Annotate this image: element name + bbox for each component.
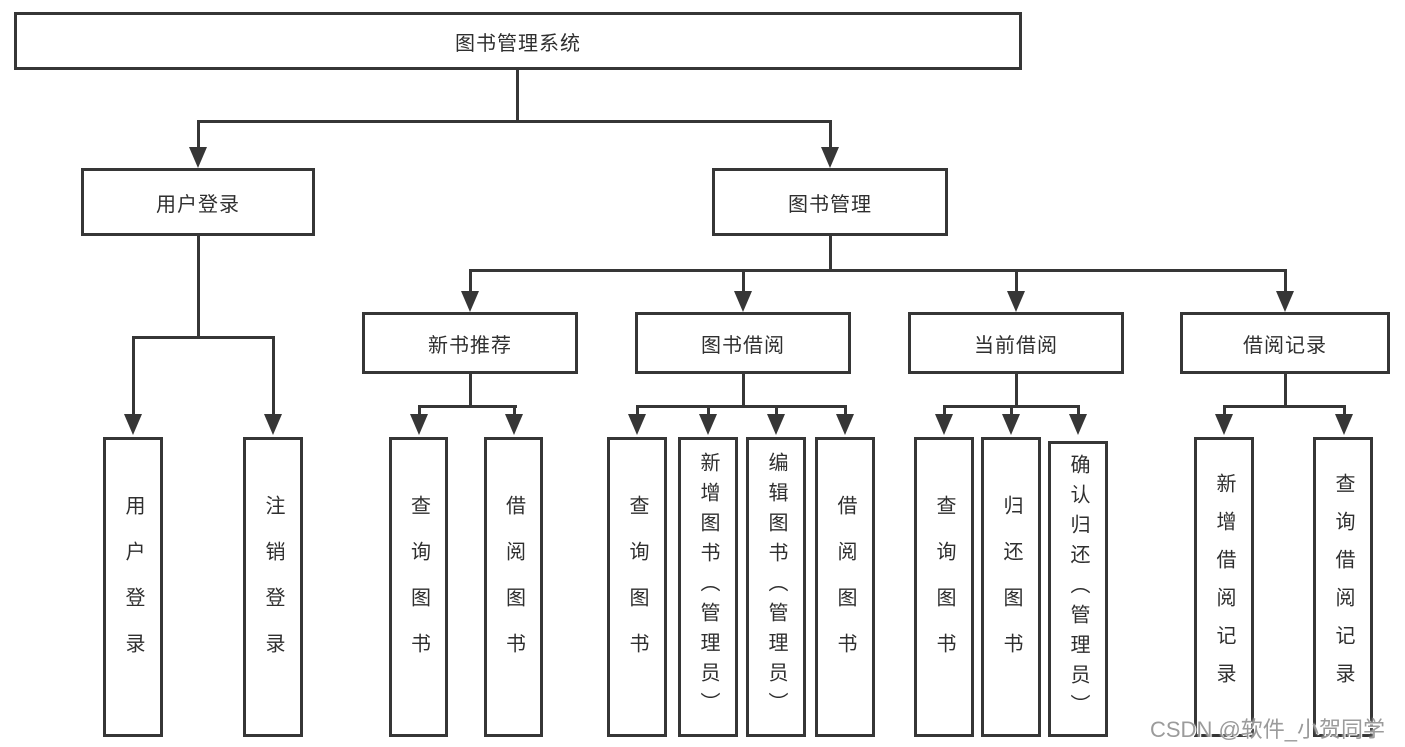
connector-line (1284, 374, 1287, 408)
connector-line (1010, 405, 1013, 418)
arrowhead-icon (1215, 414, 1233, 435)
leaf-label: 借阅图书 (834, 495, 856, 679)
leaf-logout: 注销登录 (243, 437, 303, 737)
connector-line (418, 405, 517, 408)
connector-line (197, 120, 200, 150)
arrowhead-icon (1276, 291, 1294, 312)
leaf-label: 编辑图书（管理员） (765, 452, 787, 722)
arrowhead-icon (124, 414, 142, 435)
leaf-query-books-current: 查询图书 (914, 437, 974, 737)
arrowhead-icon (189, 147, 207, 168)
arrowhead-icon (1002, 414, 1020, 435)
arrowhead-icon (767, 414, 785, 435)
leaf-label: 注销登录 (262, 495, 284, 679)
arrowhead-icon (264, 414, 282, 435)
node-book-management: 图书管理 (712, 168, 948, 236)
connector-line (513, 405, 516, 418)
leaf-label: 用户登录 (122, 495, 144, 679)
connector-line (516, 70, 519, 122)
leaf-label: 查询图书 (933, 495, 955, 679)
connector-line (742, 269, 745, 293)
connector-line (943, 405, 946, 418)
arrowhead-icon (505, 414, 523, 435)
leaf-add-book-admin: 新增图书（管理员） (678, 437, 738, 737)
arrowhead-icon (935, 414, 953, 435)
connector-line (197, 236, 200, 339)
connector-line (197, 120, 832, 123)
connector-line (1015, 374, 1018, 408)
node-book-borrowing: 图书借阅 (635, 312, 851, 374)
leaf-return-book: 归还图书 (981, 437, 1041, 737)
arrowhead-icon (699, 414, 717, 435)
leaf-query-books-borrowing: 查询图书 (607, 437, 667, 737)
connector-line (1343, 405, 1346, 418)
connector-line (636, 405, 639, 418)
node-library-system: 图书管理系统 (14, 12, 1022, 70)
leaf-label: 查询图书 (626, 495, 648, 679)
leaf-label: 归还图书 (1000, 495, 1022, 679)
leaf-user-login: 用户登录 (103, 437, 163, 737)
leaf-query-books-recommend: 查询图书 (389, 437, 448, 737)
arrowhead-icon (628, 414, 646, 435)
arrowhead-icon (410, 414, 428, 435)
connector-line (132, 336, 275, 339)
node-new-book-recommend: 新书推荐 (362, 312, 578, 374)
arrowhead-icon (1335, 414, 1353, 435)
connector-line (1077, 405, 1080, 418)
connector-line (707, 405, 710, 418)
connector-line (418, 405, 421, 418)
connector-line (1223, 405, 1346, 408)
connector-line (469, 269, 1286, 272)
leaf-confirm-return-admin: 确认归还（管理员） (1048, 441, 1108, 737)
leaf-label: 新增借阅记录 (1213, 473, 1235, 701)
connector-line (1223, 405, 1226, 418)
connector-line (844, 405, 847, 418)
connector-line (636, 405, 846, 408)
arrowhead-icon (734, 291, 752, 312)
node-borrowing-records: 借阅记录 (1180, 312, 1390, 374)
leaf-edit-book-admin: 编辑图书（管理员） (746, 437, 806, 737)
node-user-login: 用户登录 (81, 168, 315, 236)
connector-line (469, 374, 472, 408)
connector-line (1284, 269, 1287, 293)
node-current-borrowing: 当前借阅 (908, 312, 1124, 374)
leaf-label: 借阅图书 (502, 495, 525, 679)
leaf-add-borrow-record: 新增借阅记录 (1194, 437, 1254, 737)
connector-line (272, 336, 275, 416)
leaf-borrow-books-recommend: 借阅图书 (484, 437, 543, 737)
leaf-borrow-books-borrowing: 借阅图书 (815, 437, 875, 737)
arrowhead-icon (821, 147, 839, 168)
connector-line (829, 120, 832, 150)
arrowhead-icon (1069, 414, 1087, 435)
arrowhead-icon (1007, 291, 1025, 312)
connector-line (469, 269, 472, 293)
arrowhead-icon (836, 414, 854, 435)
connector-line (132, 336, 135, 416)
connector-line (829, 236, 832, 272)
connector-line (775, 405, 778, 418)
leaf-query-borrow-record: 查询借阅记录 (1313, 437, 1373, 737)
leaf-label: 新增图书（管理员） (697, 452, 719, 722)
leaf-label: 查询借阅记录 (1332, 473, 1354, 701)
arrowhead-icon (461, 291, 479, 312)
connector-line (1015, 269, 1018, 293)
leaf-label: 查询图书 (407, 495, 430, 679)
leaf-label: 确认归还（管理员） (1067, 454, 1089, 724)
csdn-watermark: CSDN @软件_小贺同学 (1150, 717, 1386, 742)
connector-line (742, 374, 745, 408)
